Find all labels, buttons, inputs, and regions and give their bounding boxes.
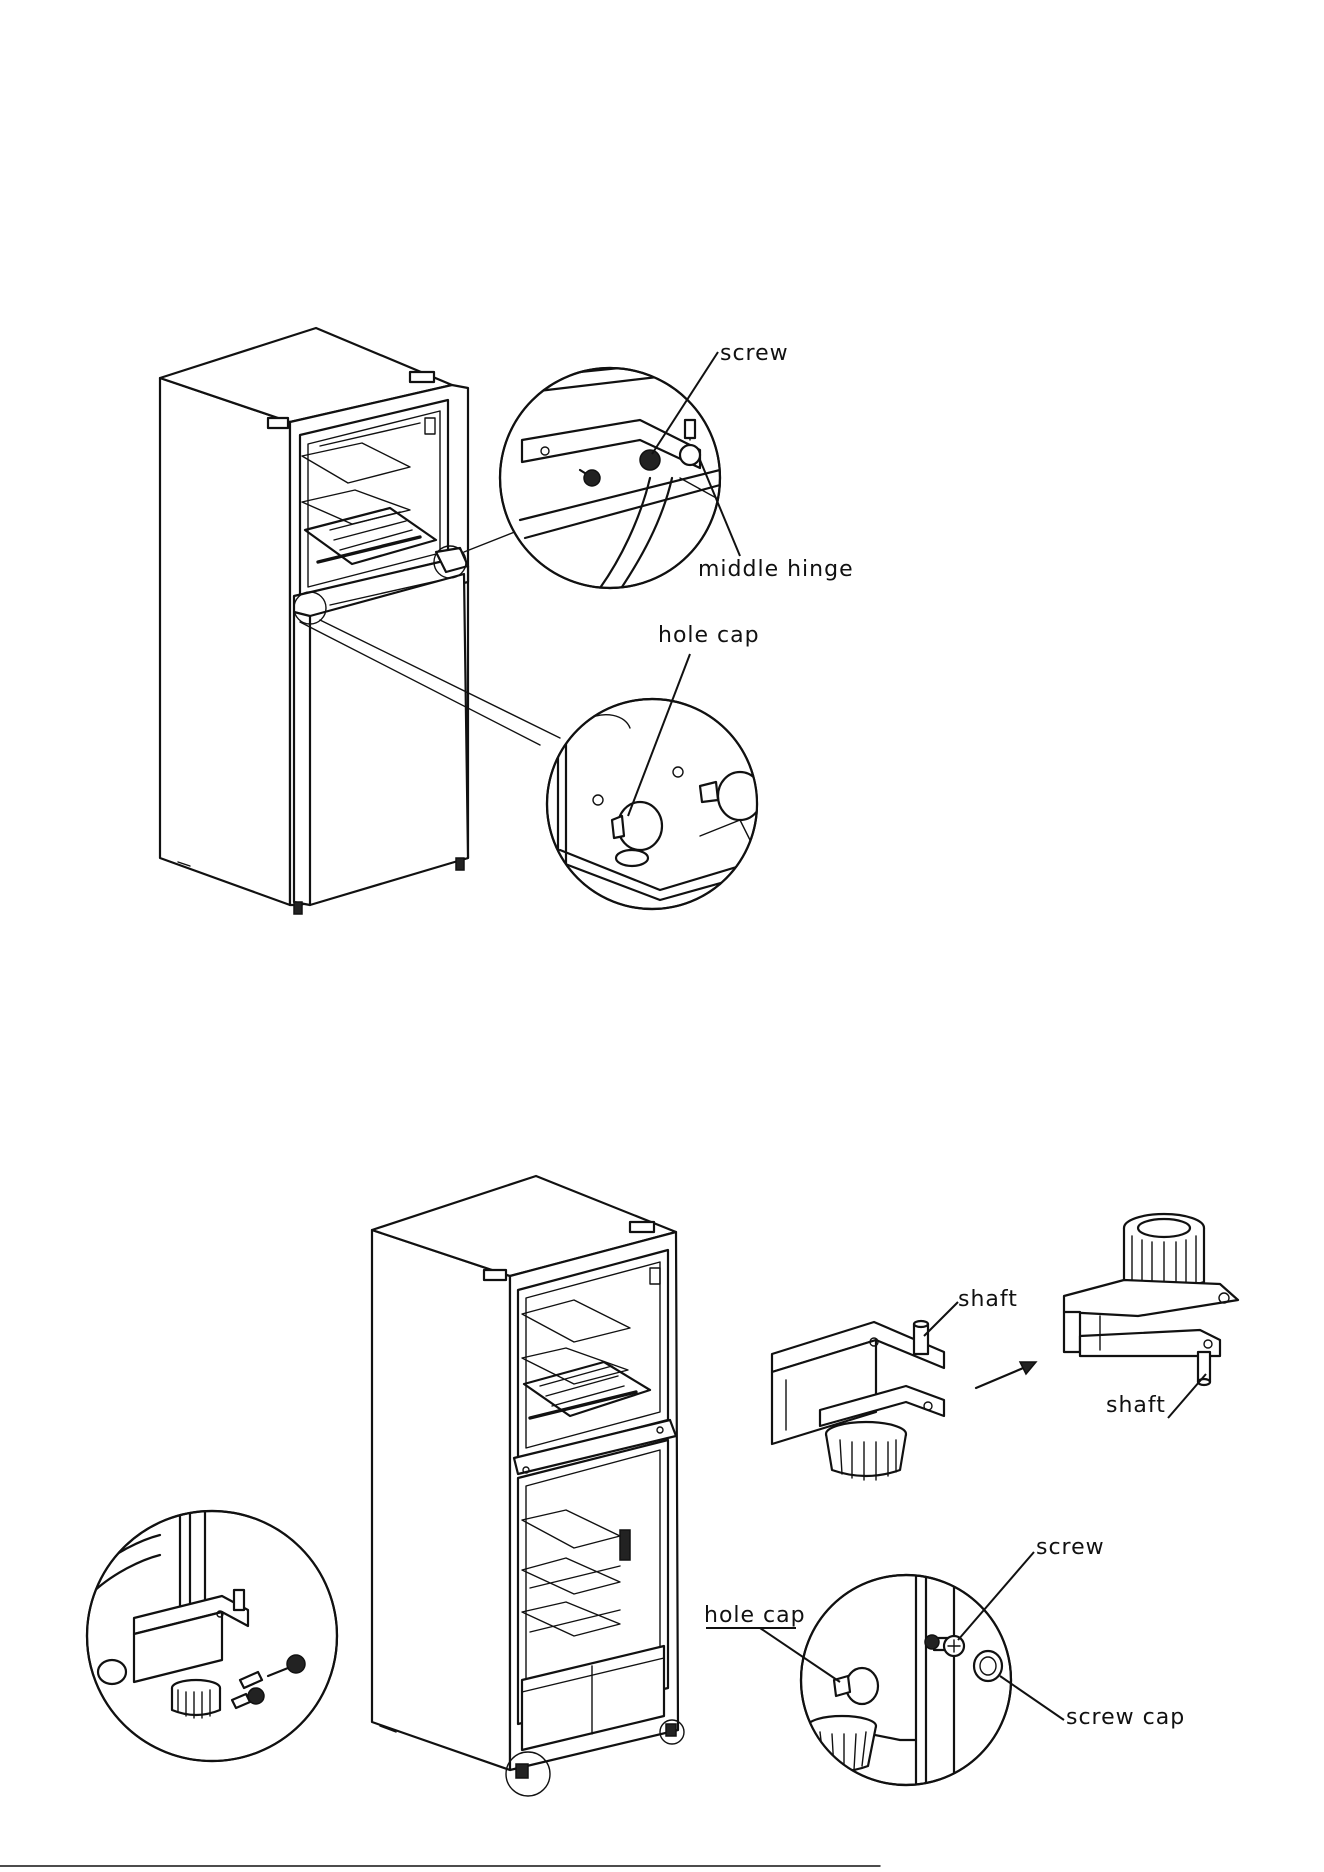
swap-arrow	[976, 1362, 1036, 1388]
middle-hinge-detail-view	[500, 360, 720, 590]
screw-cap-detail-view	[800, 1570, 1011, 1790]
hole-cap-detail-view	[547, 699, 762, 909]
label-hole-cap-top: hole cap	[658, 623, 760, 648]
label-screw-bottom: screw	[1036, 1535, 1105, 1560]
bracket-shaft-up	[772, 1321, 944, 1480]
top-fridge-illustration	[160, 328, 560, 914]
label-middle-hinge: middle hinge	[698, 557, 854, 582]
label-hole-cap-bottom: hole cap	[704, 1603, 806, 1628]
bottom-fridge-illustration	[372, 1176, 684, 1796]
label-shaft-right: shaft	[1106, 1393, 1166, 1418]
label-screw-cap: screw cap	[1066, 1705, 1185, 1730]
label-shaft-left: shaft	[958, 1287, 1018, 1312]
bracket-shaft-down	[1064, 1214, 1238, 1385]
lower-hinge-detail-view	[87, 1510, 337, 1761]
label-screw-top: screw	[720, 341, 789, 366]
